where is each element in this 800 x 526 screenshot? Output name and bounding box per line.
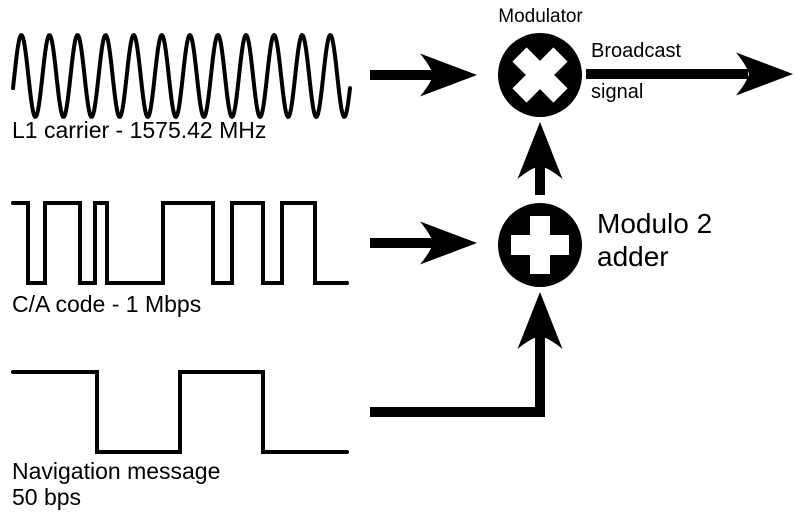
arrow-vertical-shaft [535,164,545,195]
plus-icon [511,216,569,274]
modulo2-adder-label-line1: Modulo 2 [597,208,713,239]
arrow-l1-shaft [370,70,436,80]
arrow-l1-input [370,53,477,97]
ca-code-waveform [11,201,349,285]
nav-message-waveform [11,370,349,454]
adder-node [498,203,582,287]
nav-message-label-line1: Navigation message [12,458,221,484]
modulator-node [498,33,582,117]
modulo2-adder-label: Modulo 2 adder [597,207,712,273]
modulator-label: Modulator [498,6,583,27]
signal-label: signal [591,81,644,103]
nav-message-label-line2: 50 bps [12,484,82,510]
arrow-output-shaft [586,69,748,79]
ca-code-label: C/A code - 1 Mbps [12,291,202,317]
sine-waveform [11,33,352,119]
arrowhead-up-icon [517,292,563,349]
l1-carrier-label: L1 carrier - 1575.42 MHz [12,117,267,143]
broadcast-label: Broadcast [591,40,682,62]
arrow-ca-input [370,221,477,265]
arrowhead-up-icon [517,122,563,179]
arrow-nav-to-adder [370,292,563,417]
arrow-elbow-vertical [535,334,545,417]
multiply-icon [512,47,568,103]
arrowhead-right-icon [420,53,477,97]
modulo2-adder-label-line2: adder [597,241,669,272]
arrow-broadcast-output [586,52,793,96]
arrow-elbow-horizontal [370,407,545,417]
arrow-ca-shaft [370,238,436,248]
arrow-adder-to-modulator [517,122,563,195]
arrowhead-right-icon [420,221,477,265]
nav-message-label: Navigation message 50 bps [12,458,220,510]
arrowhead-right-icon [736,52,793,96]
